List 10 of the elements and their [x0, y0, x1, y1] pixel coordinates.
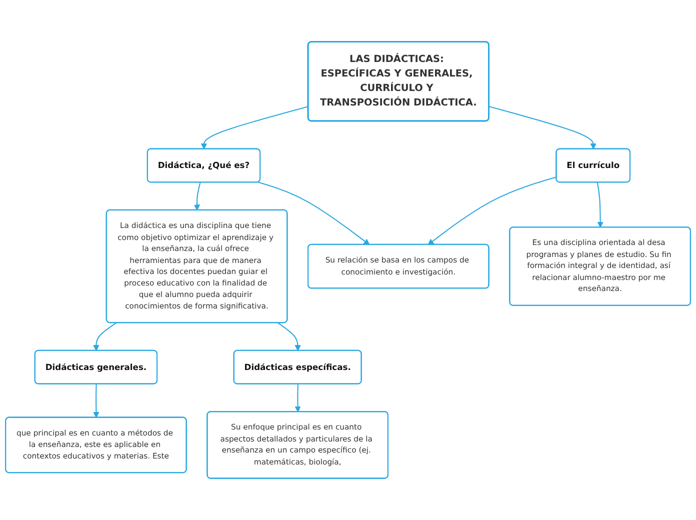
arrow [93, 322, 117, 352]
arrow [200, 106, 308, 150]
arrow [428, 176, 557, 245]
arrow [294, 384, 301, 412]
arrow [596, 182, 604, 228]
arrow [93, 384, 100, 418]
arrow [194, 182, 201, 211]
arrow [278, 322, 301, 352]
arrow [489, 106, 596, 150]
arrow [258, 182, 370, 245]
